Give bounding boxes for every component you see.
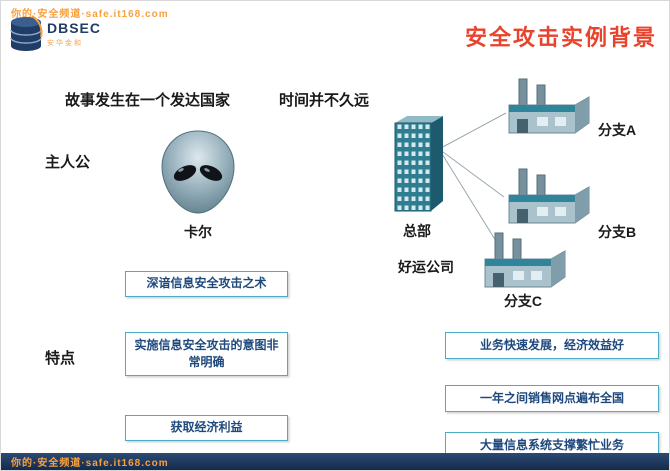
factory-icon-c [477,231,569,293]
footer-watermark: 你的·安全频道·safe.it168.com [11,458,169,469]
protagonist-label: 主人公 [45,154,91,171]
trait-box-2: 实施信息安全攻击的意图非常明确 [125,332,288,376]
branch-label-b: 分支B [598,224,637,240]
trait-box-3: 获取经济利益 [125,415,288,441]
protagonist-name: 卡尔 [184,224,212,240]
logo-subtext: 安华金和 [47,40,83,47]
logo-text: DBSEC [47,20,102,36]
top-watermark: 你的·安全频道·safe.it168.com [11,9,169,20]
alien-icon [159,129,237,215]
story-text-right: 时间并不久远 [279,92,370,109]
fact-box-1: 业务快速发展，经济效益好 [445,332,659,359]
logo-database-icon [10,15,43,51]
branch-label-a: 分支A [598,122,637,138]
fact-box-2: 一年之间销售网点遍布全国 [445,385,659,412]
connection-lines [438,112,507,247]
hq-label: 总部 [403,223,431,239]
story-text-left: 故事发生在一个发达国家 [65,92,231,109]
factory-icon-b [501,167,593,229]
trait-box-1: 深谙信息安全攻击之术 [125,271,288,297]
company-name: 好运公司 [398,259,454,275]
branch-label-c: 分支C [503,293,543,309]
footer-bar: 你的·安全频道·safe.it168.com [1,453,669,470]
page-title: 安全攻击实例背景 [464,25,657,50]
factory-icon-a [501,77,593,139]
headquarters-building-icon [389,113,445,215]
dbsec-logo: DBSEC 安华金和 [9,14,101,54]
traits-label: 特点 [45,350,76,367]
